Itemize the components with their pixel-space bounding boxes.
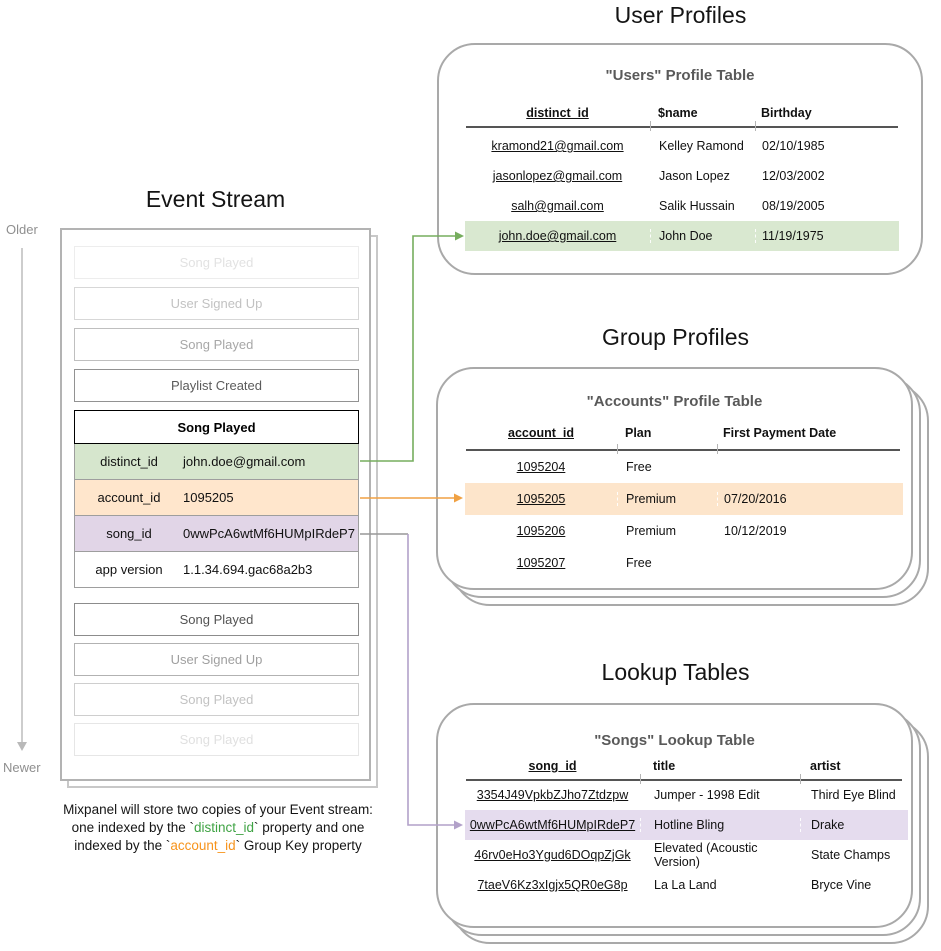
event-item: Song Played	[74, 603, 359, 636]
column-header: title	[653, 759, 676, 773]
event-label: Song Played	[179, 255, 254, 270]
song-id-link: 7taeV6Kz3xIgjx5QR0eG8p	[477, 878, 628, 892]
column-header: distinct_id	[526, 106, 589, 120]
accounts-header-line	[466, 449, 900, 451]
column-header: account_id	[508, 426, 574, 440]
property-row-account-id: account_id 1095205	[74, 479, 359, 516]
caption-line-1: Mixpanel will store two copies of your E…	[63, 802, 373, 817]
event-item: Song Played	[74, 683, 359, 716]
property-row-app-version: app version 1.1.34.694.gac68a2b3	[74, 551, 359, 588]
table-row: 3354J49VpkbZJho7Ztdzpw Jumper - 1998 Edi…	[476, 788, 896, 802]
event-label: Song Played	[179, 337, 254, 352]
users-table-title: "Users" Profile Table	[605, 67, 755, 84]
account-id-link: 1095206	[516, 524, 566, 538]
event-label: Playlist Created	[170, 378, 263, 393]
caption: Mixpanel will store two copies of your E…	[0, 801, 436, 855]
table-row: 1095204 Free	[516, 460, 652, 474]
song-id-link: 3354J49VpkbZJho7Ztdzpw	[476, 788, 629, 802]
property-key: account_id	[97, 490, 161, 505]
event-item: User Signed Up	[74, 643, 359, 676]
event-item: Song Played	[74, 246, 359, 279]
event-stream-title: Event Stream	[145, 186, 286, 212]
table-row-highlighted: john.doe@gmail.com John Doe 11/19/1975	[465, 221, 899, 251]
account-id-link: 1095205	[516, 492, 566, 506]
event-item: Song Played	[74, 328, 359, 361]
account-id-link: 1095207	[516, 556, 566, 570]
event-label: User Signed Up	[170, 652, 263, 667]
lookup-tables-title: Lookup Tables	[601, 659, 750, 685]
table-row: kramond21@gmail.com Kelley Ramond 02/10/…	[491, 139, 825, 153]
table-row: 1095207 Free	[516, 556, 652, 570]
column-header: First Payment Date	[723, 426, 837, 440]
column-divider-tick	[617, 444, 618, 454]
column-header: artist	[810, 759, 841, 773]
accounts-table-title: "Accounts" Profile Table	[586, 393, 763, 410]
event-item: Playlist Created	[74, 369, 359, 402]
accounts-table-header: account_id Plan First Payment Date	[465, 419, 903, 447]
column-header: Plan	[625, 426, 652, 440]
column-divider-tick	[800, 774, 801, 784]
distinct-id-link: john.doe@gmail.com	[498, 229, 617, 243]
songs-table-header: song_id title artist	[465, 752, 908, 780]
user-profiles-title: User Profiles	[614, 2, 747, 28]
property-row-distinct-id: distinct_id john.doe@gmail.com	[74, 443, 359, 480]
distinct-id-link: kramond21@gmail.com	[491, 139, 624, 153]
table-row: jasonlopez@gmail.com Jason Lopez 12/03/2…	[492, 169, 825, 183]
property-value: 1095205	[183, 490, 234, 505]
column-divider-tick	[650, 121, 651, 131]
property-row-song-id: song_id 0wwPcA6wtMf6HUMpIRdeP7	[74, 515, 359, 552]
distinct-id-link: salh@gmail.com	[511, 199, 604, 213]
event-item: User Signed Up	[74, 287, 359, 320]
table-row: 46rv0eHo3Ygud6DOqpZjGk Elevated (Acousti…	[474, 841, 891, 869]
table-row: 7taeV6Kz3xIgjx5QR0eG8p La La Land Bryce …	[477, 878, 872, 892]
column-divider-tick	[717, 444, 718, 454]
event-label: User Signed Up	[170, 296, 263, 311]
property-value: 0wwPcA6wtMf6HUMpIRdeP7	[183, 526, 355, 541]
song-id-link: 0wwPcA6wtMf6HUMpIRdeP7	[469, 818, 636, 832]
table-row: 1095206 Premium 10/12/2019	[516, 524, 787, 538]
table-row: salh@gmail.com Salik Hussain 08/19/2005	[511, 199, 825, 213]
users-header-line	[466, 126, 898, 128]
event-label: Song Played	[179, 732, 254, 747]
column-divider-tick	[755, 121, 756, 131]
table-row-highlighted: 0wwPcA6wtMf6HUMpIRdeP7 Hotline Bling Dra…	[465, 810, 908, 840]
property-key: distinct_id	[100, 454, 158, 469]
songs-table-title: "Songs" Lookup Table	[594, 732, 755, 749]
account-id-code: account_id	[170, 838, 236, 853]
property-key: song_id	[106, 526, 152, 541]
older-label: Older	[6, 222, 38, 237]
songs-header-line	[466, 779, 902, 781]
column-divider-tick	[640, 774, 641, 784]
column-header: song_id	[528, 759, 577, 773]
active-event-header: Song Played	[74, 410, 359, 444]
property-value: 1.1.34.694.gac68a2b3	[183, 562, 313, 577]
accounts-profile-card	[436, 367, 913, 590]
timeline-line	[21, 248, 23, 742]
property-value: john.doe@gmail.com	[183, 454, 306, 469]
account-id-link: 1095204	[516, 460, 566, 474]
caption-line-3: indexed by the `account_id` Group Key pr…	[74, 838, 362, 853]
event-item: Song Played	[74, 723, 359, 756]
newer-label: Newer	[3, 760, 41, 775]
song-id-link: 46rv0eHo3Ygud6DOqpZjGk	[474, 848, 631, 862]
property-key: app version	[95, 562, 163, 577]
distinct-id-link: jasonlopez@gmail.com	[492, 169, 623, 183]
event-label: Song Played	[179, 612, 254, 627]
distinct-id-code: distinct_id	[193, 820, 255, 835]
event-label: Song Played	[179, 692, 254, 707]
users-table-header: distinct_id $name Birthday	[465, 99, 899, 127]
table-row-highlighted: 1095205 Premium 07/20/2016	[465, 483, 903, 515]
column-header: Birthday	[761, 106, 812, 120]
group-profiles-title: Group Profiles	[601, 324, 749, 350]
timeline-arrow-down-icon	[17, 742, 27, 751]
column-header: $name	[658, 106, 698, 120]
caption-line-2: one indexed by the `distinct_id` propert…	[71, 820, 365, 835]
